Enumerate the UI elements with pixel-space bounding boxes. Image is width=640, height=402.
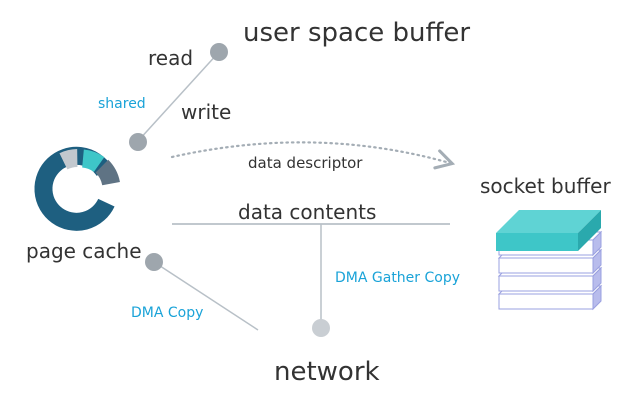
data-descriptor-label: data descriptor (248, 154, 363, 172)
dma-copy-node (145, 253, 163, 271)
data-contents-label: data contents (238, 200, 377, 224)
shared-label: shared (98, 96, 146, 112)
dma-copy-line (153, 261, 259, 331)
page-cache-ring-icon (34, 146, 120, 231)
user-space-buffer-label: user space buffer (243, 18, 471, 48)
dma-gather-copy-label: DMA Gather Copy (335, 270, 461, 286)
user-space-node (210, 43, 228, 61)
write-label: write (181, 100, 232, 124)
dma-copy-label: DMA Copy (131, 305, 204, 321)
network-node (312, 319, 330, 337)
page-cache-label: page cache (26, 239, 142, 263)
page-cache-node (129, 133, 147, 151)
network-label: network (274, 357, 380, 387)
stacked-layers-icon (496, 210, 603, 311)
data-descriptor-arrow (170, 141, 456, 170)
read-write-line (137, 51, 220, 142)
read-label: read (148, 46, 194, 70)
socket-buffer-label: socket buffer (480, 174, 611, 198)
